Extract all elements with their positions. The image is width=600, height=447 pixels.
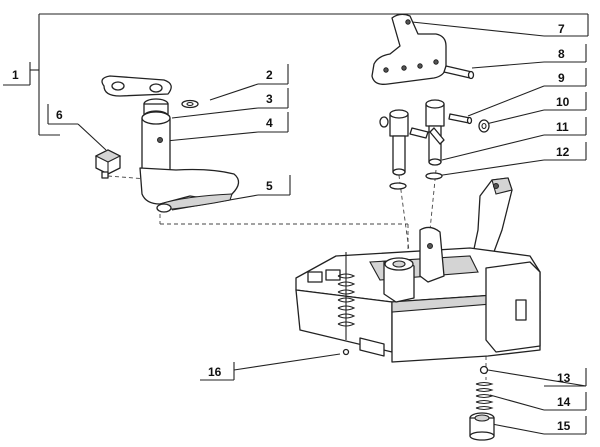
callout-label-14: 14 xyxy=(557,395,571,409)
part-6-block xyxy=(94,149,122,179)
callout-16: 16 xyxy=(200,353,341,381)
callout-label-8: 8 xyxy=(558,47,565,61)
part-12-washers xyxy=(389,172,443,190)
callout-13: 13 xyxy=(487,368,587,387)
callout-12: 12 xyxy=(435,142,587,177)
part-8-pin xyxy=(443,65,475,80)
housing-spring xyxy=(337,252,356,356)
part-14-spring xyxy=(475,381,494,411)
callout-14: 14 xyxy=(489,392,587,411)
part-7-bracket xyxy=(371,13,447,85)
callout-label-6: 6 xyxy=(56,108,63,122)
callout-label-5: 5 xyxy=(266,179,273,193)
callout-2: 2 xyxy=(209,64,289,101)
callout-label-13: 13 xyxy=(557,371,571,385)
callout-label-2: 2 xyxy=(266,68,273,82)
callout-10: 10 xyxy=(485,92,587,125)
callout-1: 1 xyxy=(3,13,589,136)
callout-label-16: 16 xyxy=(208,365,222,379)
main-housing xyxy=(295,177,541,363)
callout-6: 6 xyxy=(47,104,107,151)
callout-4: 4 xyxy=(165,112,289,142)
callout-label-7: 7 xyxy=(558,22,565,36)
lever-assembly xyxy=(101,75,240,213)
callout-11: 11 xyxy=(441,117,587,161)
callout-8: 8 xyxy=(471,44,587,69)
part-9-pin xyxy=(448,113,473,125)
callout-label-4: 4 xyxy=(266,116,273,130)
callout-label-15: 15 xyxy=(557,419,571,433)
callout-label-1: 1 xyxy=(12,68,19,82)
callout-label-9: 9 xyxy=(558,71,565,85)
part-11-clevis-pins xyxy=(379,99,445,176)
part-15-cap xyxy=(469,412,495,441)
callout-label-12: 12 xyxy=(556,145,570,159)
callout-label-10: 10 xyxy=(556,95,570,109)
part-10-washer xyxy=(478,119,490,133)
callout-label-3: 3 xyxy=(266,92,273,106)
part-13-ball xyxy=(479,365,489,375)
callout-3: 3 xyxy=(171,88,289,119)
callout-label-11: 11 xyxy=(556,120,569,134)
callout-15: 15 xyxy=(491,416,587,435)
callout-9: 9 xyxy=(467,68,587,117)
callout-7: 7 xyxy=(411,21,589,37)
